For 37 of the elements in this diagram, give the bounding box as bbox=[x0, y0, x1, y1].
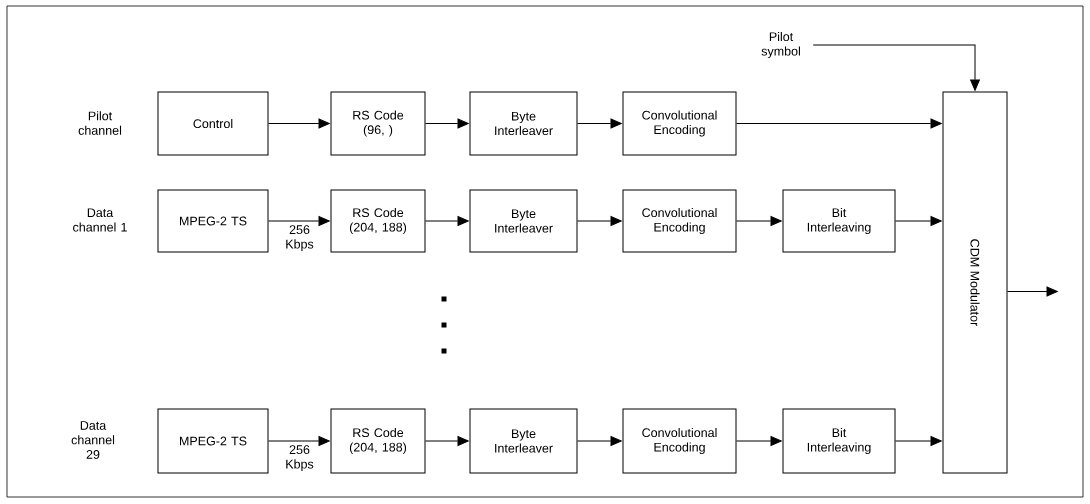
arrow bbox=[425, 216, 469, 226]
edge-label: 256 Kbps bbox=[286, 445, 314, 471]
process-box: RS Code (96, ) bbox=[330, 91, 426, 156]
process-box: Convolutional Encoding bbox=[622, 189, 737, 253]
process-box: MPEG-2 TS bbox=[157, 189, 269, 253]
arrow bbox=[577, 436, 622, 446]
arrow bbox=[577, 118, 622, 129]
arrow bbox=[425, 118, 469, 129]
process-box: MPEG-2 TS bbox=[157, 408, 269, 474]
process-box: RS Code (204, 188) bbox=[330, 408, 426, 474]
arrow bbox=[812, 44, 980, 91]
process-box: Convolutional Encoding bbox=[622, 408, 737, 474]
modulator-box: CDM Modulator bbox=[942, 91, 1008, 474]
arrow bbox=[736, 118, 942, 129]
input-label: Pilot symbol bbox=[761, 31, 800, 59]
edge-label: 256 Kbps bbox=[286, 225, 314, 251]
arrow bbox=[268, 216, 330, 226]
process-box: Control bbox=[157, 91, 269, 156]
process-box: RS Code (204, 188) bbox=[330, 189, 426, 253]
arrow bbox=[736, 216, 782, 226]
arrow bbox=[895, 436, 942, 446]
arrow bbox=[268, 118, 330, 129]
arrow bbox=[736, 436, 782, 446]
arrow bbox=[577, 216, 622, 226]
process-box: Byte Interleaver bbox=[469, 91, 578, 156]
row-label: Data channel 29 bbox=[71, 421, 115, 459]
process-box: Bit Interleaving bbox=[782, 408, 896, 474]
process-box: Byte Interleaver bbox=[469, 189, 578, 253]
row-label: Data channel 1 bbox=[73, 208, 127, 232]
arrow bbox=[1007, 286, 1058, 297]
process-box: Bit Interleaving bbox=[782, 189, 896, 253]
process-box: Byte Interleaver bbox=[469, 408, 578, 474]
arrow bbox=[268, 436, 330, 446]
process-box: Convolutional Encoding bbox=[622, 91, 737, 156]
row-label: Pilot channel bbox=[78, 111, 122, 135]
arrow bbox=[895, 216, 942, 226]
arrow bbox=[425, 436, 469, 446]
